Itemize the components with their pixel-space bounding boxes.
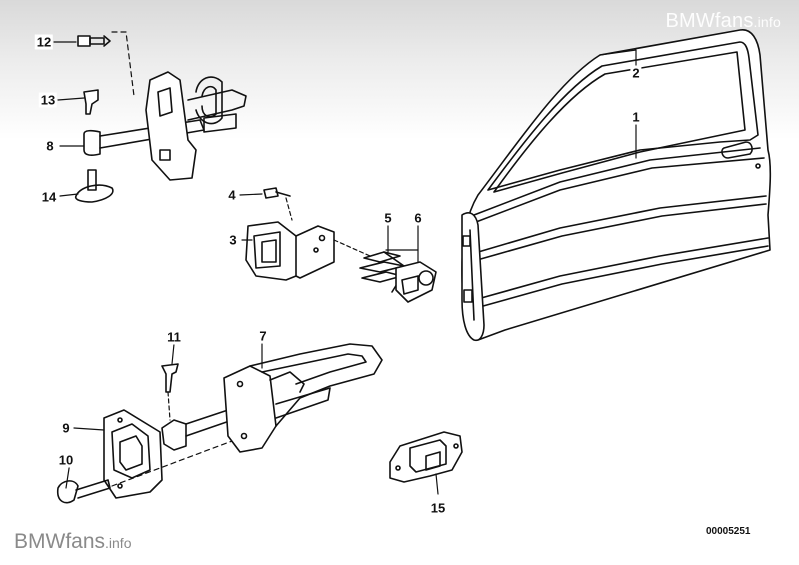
spring-clip-assembly bbox=[359, 249, 437, 303]
door-check-assembly-top bbox=[74, 31, 247, 203]
callout-4[interactable]: 4 bbox=[226, 187, 238, 203]
callout-9[interactable]: 9 bbox=[60, 420, 72, 436]
watermark-brand: BMWfans bbox=[665, 10, 754, 32]
watermark-suffix-bottom: .info bbox=[105, 535, 132, 551]
striker-plate bbox=[389, 431, 463, 483]
callout-14[interactable]: 14 bbox=[39, 189, 59, 205]
callout-6[interactable]: 6 bbox=[412, 210, 424, 226]
callout-8[interactable]: 8 bbox=[44, 138, 56, 154]
watermark-brand-bottom: BMWfans bbox=[14, 530, 106, 553]
callout-1[interactable]: 1 bbox=[630, 109, 642, 125]
callout-7[interactable]: 7 bbox=[257, 328, 269, 344]
hinge-assembly bbox=[245, 187, 371, 281]
callout-2[interactable]: 2 bbox=[630, 65, 642, 81]
callout-11[interactable]: 11 bbox=[165, 329, 183, 345]
callout-12[interactable]: 12 bbox=[34, 34, 54, 50]
callout-10[interactable]: 10 bbox=[56, 452, 76, 468]
door-check-assembly-bottom bbox=[56, 343, 383, 504]
callout-13[interactable]: 13 bbox=[38, 92, 58, 108]
door-panel bbox=[461, 29, 772, 342]
watermark-top: BMWfans.info bbox=[665, 10, 781, 33]
watermark-suffix: .info bbox=[753, 14, 781, 30]
callout-15[interactable]: 15 bbox=[428, 500, 448, 516]
callout-5[interactable]: 5 bbox=[382, 210, 394, 226]
catalog-number: 00005251 bbox=[706, 526, 751, 537]
callout-3[interactable]: 3 bbox=[227, 232, 239, 248]
watermark-bottom: BMWfans.info bbox=[14, 530, 131, 554]
callout-leaders bbox=[53, 41, 637, 495]
